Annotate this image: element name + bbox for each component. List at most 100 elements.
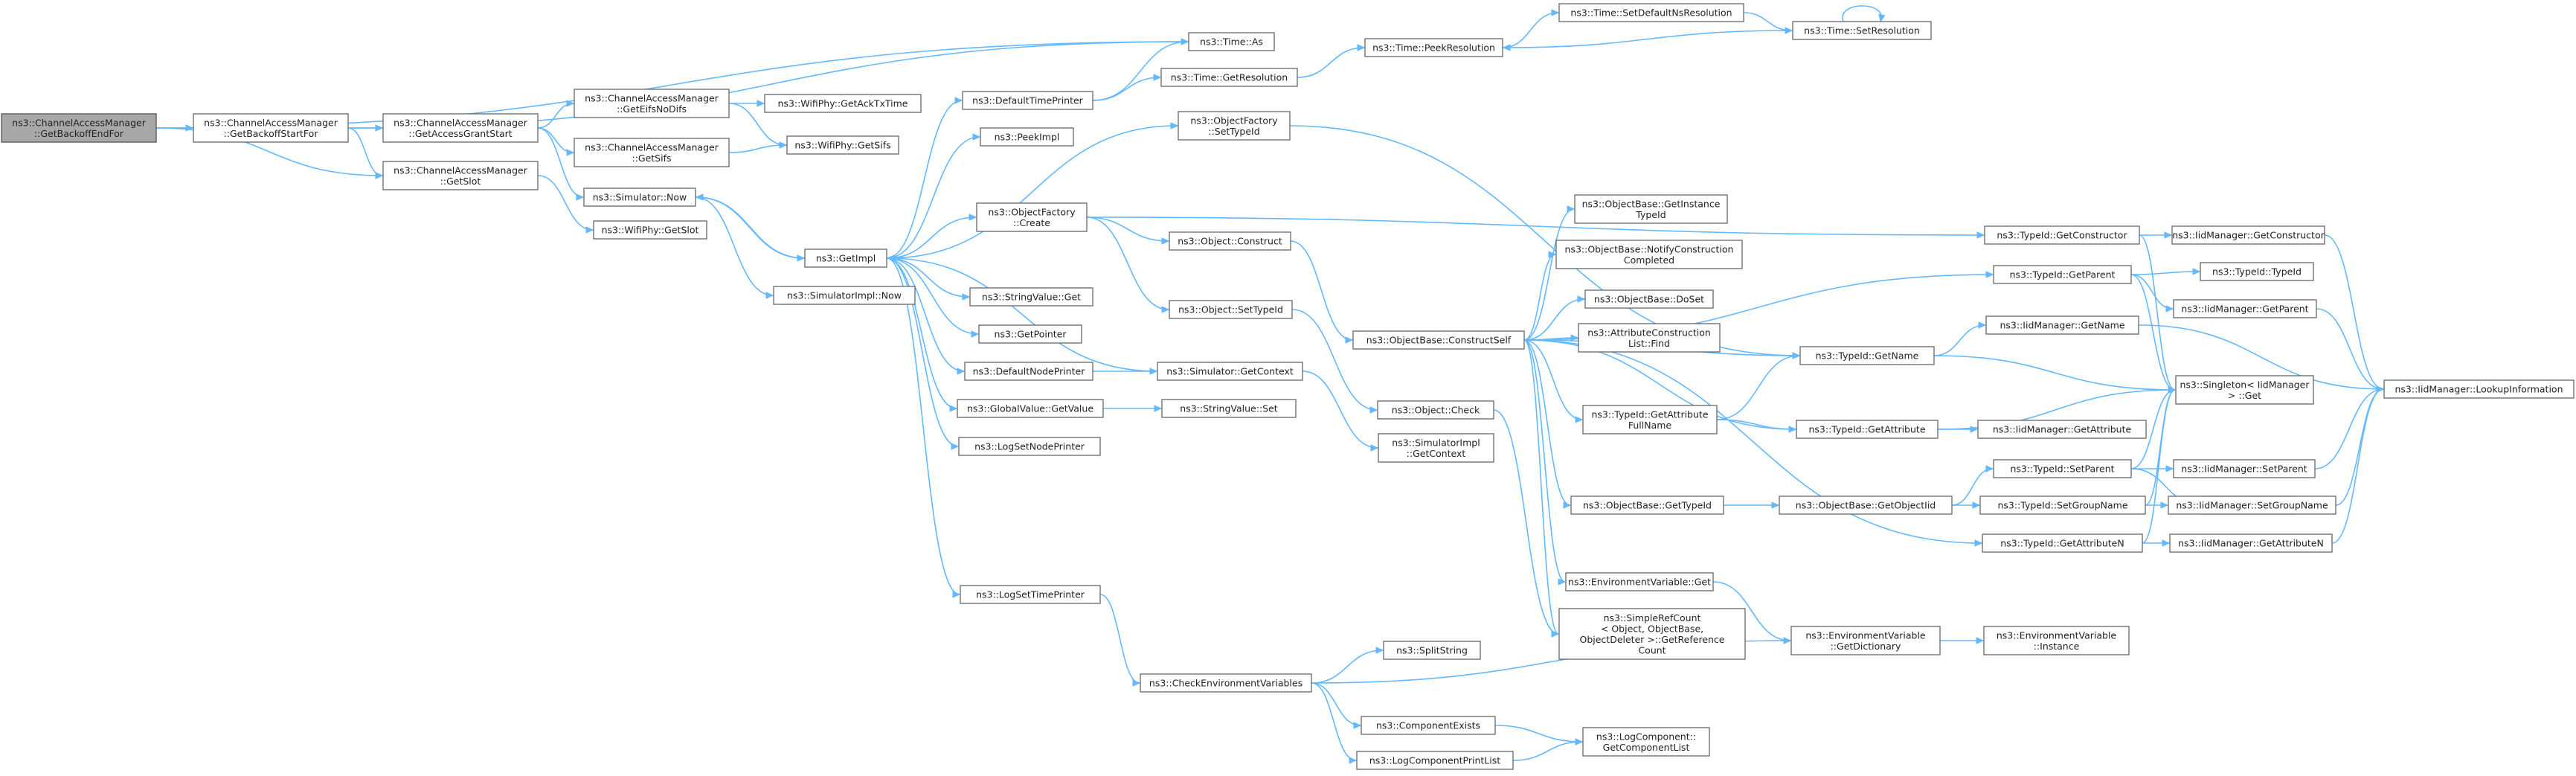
node-box xyxy=(969,287,1093,307)
node-label: ns3::TypeId::GetConstructor xyxy=(1997,230,2127,241)
node-iidgetparent[interactable]: ns3::IidManager::GetParent xyxy=(2173,299,2317,318)
edge-tidgetname-to-singleton xyxy=(1933,355,2177,394)
edge-tidsetgroup-to-iidsetgroup xyxy=(2145,501,2169,509)
node-label: ::GetBackoffStartFor xyxy=(224,128,319,139)
node-label: TypeId xyxy=(1635,209,1666,220)
node-singleton[interactable]: ns3::Singleton< IidManager> ::Get xyxy=(2175,375,2314,405)
node-tidgetparent[interactable]: ns3::TypeId::GetParent xyxy=(1993,265,2132,284)
node-lsnp[interactable]: ns3::LogSetNodePrinter xyxy=(958,437,1101,456)
node-label: ns3::Simulator::GetContext xyxy=(1166,366,1294,377)
edge-line xyxy=(1099,594,1140,684)
edge-arrowhead xyxy=(576,193,585,201)
node-objcheck[interactable]: ns3::Object::Check xyxy=(1377,400,1494,420)
node-ofcreate[interactable]: ns3::ObjectFactory::Create xyxy=(976,202,1088,232)
node-getimpl[interactable]: ns3::GetImpl xyxy=(804,248,887,268)
node-wpslot[interactable]: ns3::WifiPhy::GetSlot xyxy=(593,220,707,240)
node-peekimpl[interactable]: ns3::PeekImpl xyxy=(980,127,1074,147)
node-timeas[interactable]: ns3::Time::As xyxy=(1188,32,1275,51)
node-gvget[interactable]: ns3::GlobalValue::GetValue xyxy=(957,399,1104,418)
edge-tidgetname-to-iidgetname xyxy=(1933,321,1987,356)
node-geifs[interactable]: ns3::ChannelAccessManager::GetEifsNoDifs xyxy=(574,89,730,118)
node-label: ns3::ChannelAccessManager xyxy=(394,164,528,176)
node-box xyxy=(804,248,887,268)
node-iidgetattrn[interactable]: ns3::IidManager::GetAttributeN xyxy=(2169,533,2333,553)
node-obdoset[interactable]: ns3::ObjectBase::DoSet xyxy=(1584,289,1714,309)
node-objsettid[interactable]: ns3::Object::SetTypeId xyxy=(1169,300,1293,319)
edge-objconstruct-to-obcs xyxy=(1290,240,1354,344)
node-box xyxy=(1140,673,1312,693)
node-compexists[interactable]: ns3::ComponentExists xyxy=(1361,716,1496,735)
node-box xyxy=(1983,626,2130,655)
node-evgetdict[interactable]: ns3::EnvironmentVariable::GetDictionary xyxy=(1790,626,1941,655)
node-getptr[interactable]: ns3::GetPointer xyxy=(978,324,1082,344)
node-sigetctx[interactable]: ns3::SimulatorImpl::GetContext xyxy=(1378,433,1494,463)
node-obgettid[interactable]: ns3::ObjectBase::GetTypeId xyxy=(1570,496,1724,515)
node-dnp[interactable]: ns3::DefaultNodePrinter xyxy=(964,362,1093,381)
node-tidgetctor[interactable]: ns3::TypeId::GetConstructor xyxy=(1984,225,2140,245)
node-obcs[interactable]: ns3::ObjectBase::ConstructSelf xyxy=(1352,330,1525,350)
node-simnow[interactable]: ns3::Simulator::Now xyxy=(583,187,696,207)
node-tidgetattrn[interactable]: ns3::TypeId::GetAttributeN xyxy=(1982,533,2143,553)
node-iidsetgroup[interactable]: ns3::IidManager::SetGroupName xyxy=(2168,496,2336,515)
node-svset[interactable]: ns3::StringValue::Set xyxy=(1161,399,1297,418)
node-lcgcl[interactable]: ns3::LogComponent::GetComponentList xyxy=(1582,727,1710,757)
node-splitstr[interactable]: ns3::SplitString xyxy=(1383,641,1481,660)
node-evget[interactable]: ns3::EnvironmentVariable::Get xyxy=(1565,572,1714,591)
node-tsdnr[interactable]: ns3::Time::SetDefaultNsResolution xyxy=(1558,3,1744,22)
edge-arrowhead xyxy=(954,97,963,104)
node-evinst[interactable]: ns3::EnvironmentVariable::Instance xyxy=(1983,626,2130,655)
node-tidsetgroup[interactable]: ns3::TypeId::SetGroupName xyxy=(1979,496,2146,515)
node-iidsetparent[interactable]: ns3::IidManager::SetParent xyxy=(2173,459,2316,478)
node-lcpl[interactable]: ns3::LogComponentPrintList xyxy=(1356,751,1514,770)
node-tidsetparent[interactable]: ns3::TypeId::SetParent xyxy=(1993,459,2132,478)
edge-line xyxy=(886,257,965,372)
node-label: ns3::IidManager::SetGroupName xyxy=(2176,500,2328,511)
node-iidgetctor[interactable]: ns3::IidManager::GetConstructor xyxy=(2171,225,2325,245)
node-srcount[interactable]: ns3::SimpleRefCount< Object, ObjectBase,… xyxy=(1558,608,1746,660)
node-gbsf[interactable]: ns3::ChannelAccessManager::GetBackoffSta… xyxy=(193,113,349,143)
node-label: ::Create xyxy=(1013,217,1050,228)
node-gsifs[interactable]: ns3::ChannelAccessManager::GetSifs xyxy=(574,138,730,167)
edge-line xyxy=(1086,217,1985,236)
edge-getimpl-to-simnow xyxy=(695,193,806,259)
node-cev[interactable]: ns3::CheckEnvironmentVariables xyxy=(1140,673,1312,693)
node-root[interactable]: ns3::ChannelAccessManager::GetBackoffEnd… xyxy=(1,113,157,143)
node-wpack[interactable]: ns3::WifiPhy::GetAckTxTime xyxy=(764,94,922,113)
node-gags[interactable]: ns3::ChannelAccessManager::GetAccessGran… xyxy=(382,113,539,143)
node-tgetres[interactable]: ns3::Time::GetResolution xyxy=(1160,68,1298,87)
node-simgetctx[interactable]: ns3::Simulator::GetContext xyxy=(1157,362,1303,381)
node-gslot[interactable]: ns3::ChannelAccessManager::GetSlot xyxy=(382,161,539,190)
node-iidgetattr[interactable]: ns3::IidManager::GetAttribute xyxy=(1977,420,2147,439)
node-box xyxy=(1361,716,1496,735)
node-tidgetattr[interactable]: ns3::TypeId::GetAttribute xyxy=(1796,420,1939,439)
node-simimplnow[interactable]: ns3::SimulatorImpl::Now xyxy=(773,286,916,305)
node-dtp[interactable]: ns3::DefaultTimePrinter xyxy=(962,91,1093,110)
edge-cev-to-compexists xyxy=(1311,682,1362,729)
node-tsetres[interactable]: ns3::Time::SetResolution xyxy=(1792,21,1932,40)
edge-line xyxy=(1716,355,1800,420)
edge-getimpl-to-svget xyxy=(886,257,971,301)
node-box xyxy=(1,113,157,143)
edge-ofcreate-to-objsettid xyxy=(1086,217,1170,313)
node-label: ::Instance xyxy=(2034,641,2080,652)
edge-iidgetattrn-to-iidlookup xyxy=(2331,385,2385,544)
node-lstp[interactable]: ns3::LogSetTimePrinter xyxy=(960,585,1101,604)
node-iidlookup[interactable]: ns3::IidManager::LookupInformation xyxy=(2383,379,2575,399)
node-wpsifs[interactable]: ns3::WifiPhy::GetSifs xyxy=(786,135,899,155)
node-tidgetname[interactable]: ns3::TypeId::GetName xyxy=(1799,346,1935,365)
node-objconstruct[interactable]: ns3::Object::Construct xyxy=(1169,231,1291,251)
node-box xyxy=(1985,315,2139,335)
node-iidgetname[interactable]: ns3::IidManager::GetName xyxy=(1985,315,2139,335)
node-obgetoid[interactable]: ns3::ObjectBase::GetObjectIid xyxy=(1779,496,1953,515)
node-tidtypeid[interactable]: ns3::TypeId::TypeId xyxy=(2200,262,2314,281)
edge-line xyxy=(1523,339,1566,583)
node-obncc[interactable]: ns3::ObjectBase::NotifyConstructionCompl… xyxy=(1555,240,1743,269)
node-svget[interactable]: ns3::StringValue::Get xyxy=(969,287,1093,307)
edge-line xyxy=(886,100,963,259)
node-ofsettid[interactable]: ns3::ObjectFactory::SetTypeId xyxy=(1178,111,1291,141)
node-tpeekres[interactable]: ns3::Time::PeekResolution xyxy=(1364,38,1503,57)
edge-compexists-to-lcgcl xyxy=(1494,725,1584,745)
